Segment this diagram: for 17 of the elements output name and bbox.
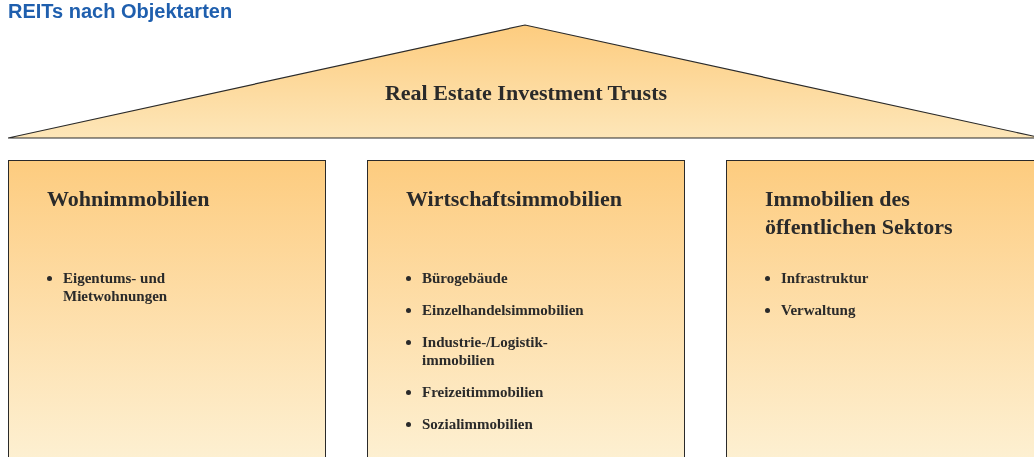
roof-label: Real Estate Investment Trusts — [383, 80, 669, 106]
bullet-item: Bürogebäude — [422, 269, 509, 287]
category-pillar — [367, 160, 685, 457]
pillar-heading: Immobilien des öffentlichen Sektors — [765, 185, 954, 241]
bullet-item: Eigentums- und Mietwohnungen — [63, 269, 169, 305]
diagram-title: REITs nach Objektarten — [8, 0, 233, 22]
pillar-heading: Wohnimmobilien — [47, 185, 211, 213]
bullet-item: Freizeitimmobilien — [422, 383, 545, 401]
bullet-item: Verwaltung — [781, 301, 857, 319]
roof-triangle — [8, 24, 1034, 139]
bullet-item: Sozialimmobilien — [422, 415, 534, 433]
category-pillar — [8, 160, 326, 457]
category-pillar — [726, 160, 1034, 457]
bullet-item: Industrie-/Logistik- immobilien — [422, 333, 549, 369]
pillar-heading: Wirtschaftsimmobilien — [406, 185, 623, 213]
bullet-item: Infrastruktur — [781, 269, 870, 287]
bullet-item: Einzelhandelsimmobilien — [422, 301, 585, 319]
